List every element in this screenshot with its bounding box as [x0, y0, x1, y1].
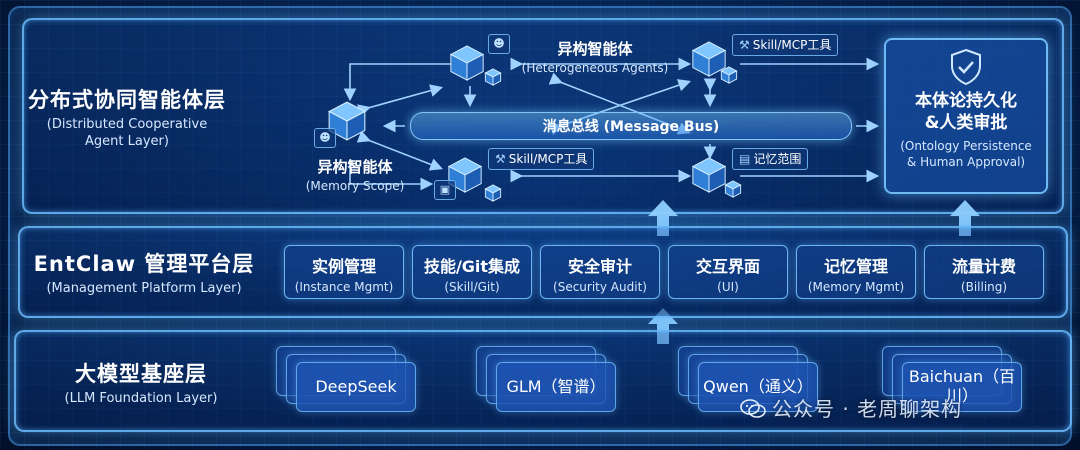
- platform-layer-title: EntClaw 管理平台层 (Management Platform Layer…: [24, 248, 264, 297]
- llm-card-glm: GLM（智谱）: [476, 346, 616, 412]
- up-arrow-icon: [648, 200, 678, 236]
- outer-frame: [8, 6, 1072, 446]
- module-billing-en: (Billing): [960, 280, 1008, 294]
- card-stack-front: [296, 362, 416, 412]
- agent-cube-small-bottom-icon: [484, 184, 502, 202]
- left-agent-label-en: (Memory Scope): [305, 179, 405, 193]
- wrench-icon: ⚒: [739, 38, 750, 52]
- llm-layer-title-zh: 大模型基座层: [75, 362, 207, 386]
- memory-scope-tag: ▤记忆范围: [732, 148, 809, 170]
- folder-icon: ▤: [739, 152, 751, 166]
- ontology-title-line1: 本体论持久化: [915, 91, 1017, 111]
- llm-card-qwen: Qwen（通义）: [678, 346, 818, 412]
- top-agents-label: 异构智能体 (Heterogeneous Agents): [510, 38, 680, 75]
- agent-left-user-badge-icon: ☻: [314, 128, 336, 148]
- module-ui-en: (UI): [717, 280, 739, 294]
- memory-scope-tag-label: 记忆范围: [753, 152, 802, 166]
- llm-layer-title-en: (LLM Foundation Layer): [64, 391, 218, 406]
- skill-mcp-tag-top-label: Skill/MCP工具: [752, 38, 832, 52]
- module-memory-mgmt-en: (Memory Mgmt): [807, 280, 905, 294]
- module-skill-git-en: (Skill/Git): [444, 280, 500, 294]
- module-skill-git-zh: 技能/Git集成: [423, 257, 521, 276]
- left-agent-label: 异构智能体 (Memory Scope): [290, 156, 420, 193]
- shield-check-icon: [951, 48, 981, 86]
- llm-card-baichuan: Baichuan（百川）: [882, 346, 1022, 412]
- module-billing-zh: 流量计费: [951, 257, 1016, 276]
- module-ui: 交互界面 (UI): [668, 245, 788, 299]
- card-stack-front: [496, 362, 616, 412]
- agent-cube-small-top-icon: [484, 68, 502, 86]
- wrench-icon: ⚒: [495, 152, 506, 166]
- ontology-box: 本体论持久化 &人类审批 (Ontology Persistence & Hum…: [884, 38, 1048, 194]
- module-memory-mgmt-zh: 记忆管理: [823, 257, 888, 276]
- message-bus: 消息总线 (Message Bus): [410, 112, 852, 140]
- agent-layer-title-en-line2: Agent Layer): [85, 134, 169, 149]
- agent-bottom-left-badge-icon: ▣: [434, 180, 456, 200]
- platform-layer-title-zh: EntClaw 管理平台层: [33, 252, 255, 276]
- module-security-audit-en: (Security Audit): [553, 280, 647, 294]
- ontology-subtitle-line2: & Human Approval): [906, 155, 1026, 169]
- module-ui-zh: 交互界面: [695, 257, 760, 276]
- ontology-subtitle: (Ontology Persistence & Human Approval): [886, 138, 1046, 170]
- module-security-audit: 安全审计 (Security Audit): [540, 245, 660, 299]
- card-stack-front: [902, 362, 1022, 412]
- ontology-title-line2: &人类审批: [924, 113, 1008, 133]
- agent-cube-small-bottom-right-icon: [724, 180, 742, 198]
- message-bus-label: 消息总线 (Message Bus): [542, 119, 720, 135]
- wechat-icon: [740, 399, 766, 418]
- module-instance-mgmt-en: (Instance Mgmt): [294, 280, 394, 294]
- llm-card-deepseek: DeepSeek: [276, 346, 416, 412]
- up-arrow-icon: [950, 200, 980, 236]
- agent-cube-small-right-icon: [720, 66, 738, 84]
- watermark: 公众号 · 老周聊架构: [740, 393, 962, 422]
- skill-mcp-tag-top: ⚒Skill/MCP工具: [732, 34, 839, 56]
- llm-label-baichuan: Baichuan（百川）: [908, 367, 1016, 405]
- platform-layer-title-en: (Management Platform Layer): [46, 281, 242, 296]
- agent-layer-title: 分布式协同智能体层 (Distributed Cooperative Agent…: [24, 84, 230, 150]
- llm-layer-title: 大模型基座层 (LLM Foundation Layer): [30, 358, 252, 407]
- module-instance-mgmt-zh: 实例管理: [311, 257, 376, 276]
- skill-mcp-tag-bottom-label: Skill/MCP工具: [508, 152, 588, 166]
- agent-layer-title-zh: 分布式协同智能体层: [28, 88, 226, 112]
- skill-mcp-tag-bottom: ⚒Skill/MCP工具: [488, 148, 595, 170]
- agent-layer-title-en-line1: (Distributed Cooperative: [46, 117, 208, 132]
- module-billing: 流量计费 (Billing): [924, 245, 1044, 299]
- module-skill-git: 技能/Git集成 (Skill/Git): [412, 245, 532, 299]
- module-instance-mgmt: 实例管理 (Instance Mgmt): [284, 245, 404, 299]
- module-memory-mgmt: 记忆管理 (Memory Mgmt): [796, 245, 916, 299]
- llm-label-qwen: Qwen（通义）: [703, 376, 813, 396]
- llm-label-deepseek: DeepSeek: [315, 376, 397, 396]
- agent-cube-top-left-icon: [449, 45, 485, 81]
- module-security-audit-zh: 安全审计: [567, 257, 632, 276]
- agent-layer-title-en: (Distributed Cooperative Agent Layer): [24, 116, 230, 150]
- top-agents-label-en: (Heterogeneous Agents): [521, 61, 669, 75]
- ontology-subtitle-line1: (Ontology Persistence: [900, 139, 1032, 153]
- watermark-text: 公众号 · 老周聊架构: [772, 397, 963, 421]
- agent-cube-top-right-icon: [691, 41, 727, 77]
- agent-user-badge-icon: ☻: [488, 34, 510, 54]
- agent-cube-bottom-right-icon: [691, 157, 727, 193]
- left-agent-label-zh: 异构智能体: [317, 158, 393, 176]
- llm-label-glm: GLM（智谱）: [506, 376, 606, 396]
- agent-cube-left-icon: [328, 101, 366, 141]
- top-agents-label-zh: 异构智能体: [557, 40, 633, 58]
